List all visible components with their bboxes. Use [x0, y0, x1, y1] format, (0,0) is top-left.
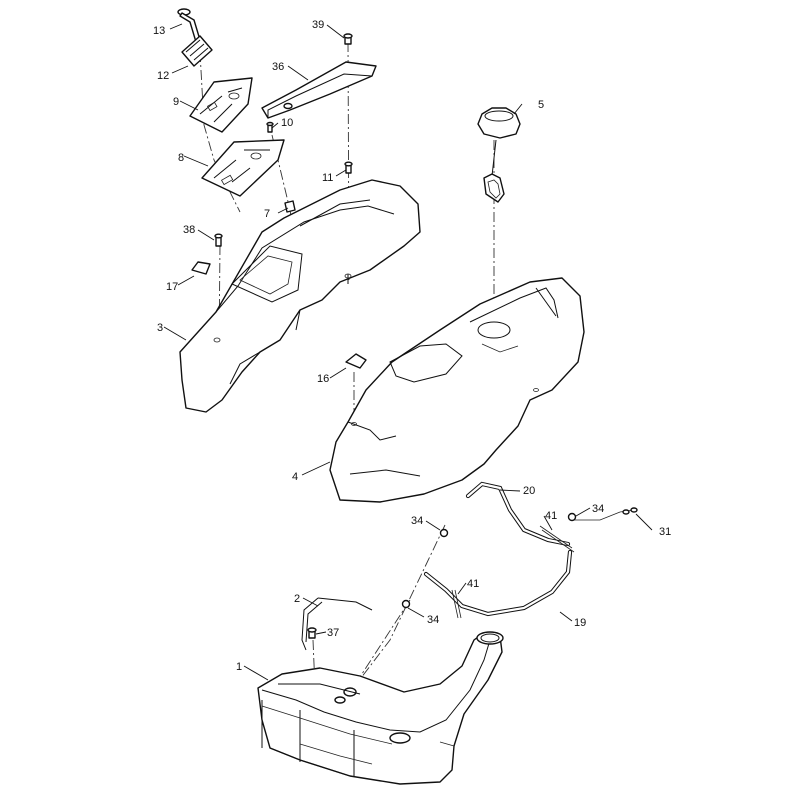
part-12-bracket[interactable] [181, 35, 213, 67]
callout-1: 1 [236, 661, 242, 673]
callout-34-b: 34 [592, 503, 604, 515]
part-41-tie-a[interactable] [539, 525, 575, 553]
part-34-clamp-c[interactable] [401, 599, 411, 609]
callout-31: 31 [659, 526, 671, 538]
callout-41-b: 41 [467, 578, 479, 590]
part-38-screw[interactable] [214, 233, 223, 247]
callout-5: 5 [538, 99, 544, 111]
callout-11: 11 [322, 172, 333, 184]
callout-labels: 13 12 9 8 10 7 11 39 36 38 17 3 5 16 4 2… [153, 19, 671, 673]
part-17-cap[interactable] [191, 261, 211, 275]
callout-17: 17 [166, 281, 178, 293]
part-41-tie-b[interactable] [451, 589, 462, 619]
callout-7: 7 [264, 208, 270, 220]
callout-12: 12 [157, 70, 169, 82]
part-20-hose[interactable] [465, 481, 571, 547]
part-9-plate[interactable] [189, 77, 253, 133]
part-1-fuel-tank[interactable] [257, 631, 504, 785]
callout-41-a: 41 [545, 510, 557, 522]
part-10-screw[interactable] [266, 121, 274, 133]
part-16-plug[interactable] [345, 353, 367, 369]
leader-lines [163, 23, 653, 681]
callout-10: 10 [281, 117, 293, 129]
part-7-clip[interactable] [284, 200, 296, 213]
callout-36: 36 [272, 61, 284, 73]
callout-19: 19 [574, 617, 586, 629]
callout-3: 3 [157, 322, 163, 334]
callout-20: 20 [523, 485, 535, 497]
callout-4: 4 [292, 471, 298, 483]
part-34-clamp-b[interactable] [567, 512, 577, 522]
part-37-screw[interactable] [307, 627, 317, 639]
callout-37: 37 [327, 627, 339, 639]
part-39-screw[interactable] [343, 33, 353, 45]
part-2-bracket[interactable] [301, 597, 373, 651]
part-31-line[interactable] [572, 507, 638, 521]
callout-8: 8 [178, 152, 184, 164]
callout-34-c: 34 [427, 614, 439, 626]
callout-16: 16 [317, 373, 329, 385]
callout-2: 2 [294, 593, 300, 605]
callout-38: 38 [183, 224, 195, 236]
part-3-console-body[interactable] [179, 179, 421, 413]
part-5-fuel-cap[interactable] [477, 107, 521, 203]
callout-9: 9 [173, 96, 179, 108]
part-4-shroud[interactable] [329, 277, 585, 503]
callout-13: 13 [153, 25, 165, 37]
callout-34-a: 34 [411, 515, 423, 527]
part-34-clamp-a[interactable] [439, 528, 449, 538]
part-11-screw[interactable] [344, 161, 353, 174]
part-8-plate[interactable] [201, 139, 285, 197]
part-19-hose[interactable] [423, 549, 573, 617]
callout-39: 39 [312, 19, 324, 31]
part-36-cover[interactable] [261, 61, 377, 119]
part-13-cap[interactable] [177, 8, 201, 43]
